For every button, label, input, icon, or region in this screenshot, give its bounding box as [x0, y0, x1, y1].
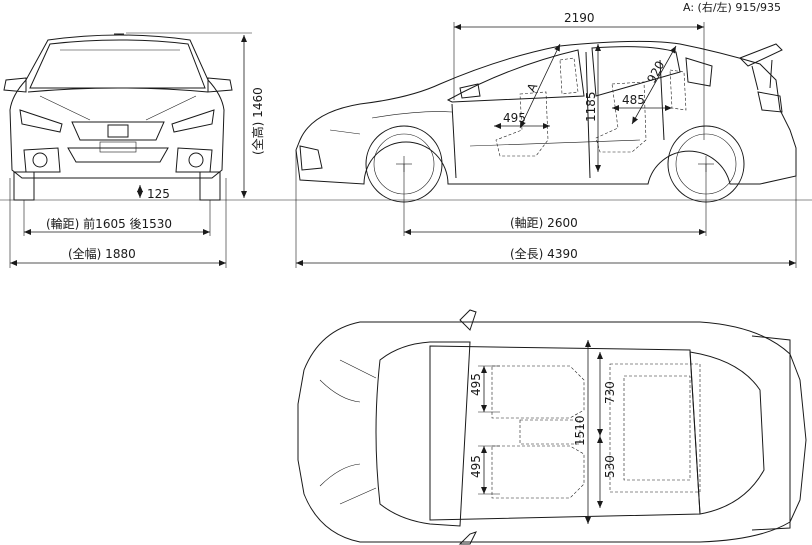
rear-width-lower-dimension: 530 — [597, 436, 617, 508]
front-seat-width-bottom-label: 495 — [469, 455, 483, 478]
front-view-car — [3, 33, 233, 201]
overall-length-dimension: (全長) 4390 — [295, 150, 797, 268]
roof-length-label: 2190 — [564, 11, 595, 25]
rear-seat-depth-dimension: 485 — [612, 93, 672, 111]
tread-dimension: (輪距) 前1605 後1530 — [23, 200, 211, 236]
seat-note: A: (右/左) 915/935 — [683, 0, 781, 14]
rear-width-upper-dimension: 730 — [597, 352, 617, 436]
front-seat-depth-dimension: 495 — [494, 111, 550, 129]
front-seat-width-top-dimension: 495 — [469, 365, 500, 413]
front-seat-depth-label: 495 — [503, 111, 526, 125]
rear-seat-depth-label: 485 — [622, 93, 645, 107]
front-seat-width-top-label: 495 — [469, 373, 483, 396]
ground-clearance-label: 125 — [147, 187, 170, 201]
tread-label: (輪距) 前1605 後1530 — [46, 216, 172, 231]
front-seat-width-bottom-dimension: 495 — [469, 445, 500, 495]
rear-width-upper-label: 730 — [603, 381, 617, 404]
rear-headroom-dimension: 920 — [631, 45, 677, 125]
side-view-car — [295, 40, 797, 203]
cabin-width-dimension: 1510 — [573, 340, 591, 524]
rear-width-lower-label: 530 — [603, 455, 617, 478]
overall-height-label: (全高) 1460 — [250, 87, 265, 155]
rear-headroom-label: 920 — [644, 59, 667, 86]
wheelbase-dimension: (軸距) 2600 — [403, 164, 707, 236]
roof-length-dimension: 2190 — [453, 11, 705, 140]
overall-width-dimension: (全幅) 1880 — [9, 178, 227, 268]
wheelbase-label: (軸距) 2600 — [510, 216, 578, 230]
interior-height-label: 1185 — [584, 91, 598, 122]
front-height-dimension: (全高) 1460 — [126, 32, 265, 198]
interior-height-dimension: 1185 — [584, 44, 601, 172]
headroom-a-label: A — [524, 80, 541, 94]
top-view-car — [297, 309, 807, 545]
overall-width-label: (全幅) 1880 — [68, 246, 136, 261]
cabin-width-label: 1510 — [573, 415, 587, 446]
headroom-a-dimension: A — [519, 43, 561, 129]
ground-clearance-dimension: 125 — [137, 185, 170, 201]
overall-length-label: (全長) 4390 — [510, 246, 578, 261]
